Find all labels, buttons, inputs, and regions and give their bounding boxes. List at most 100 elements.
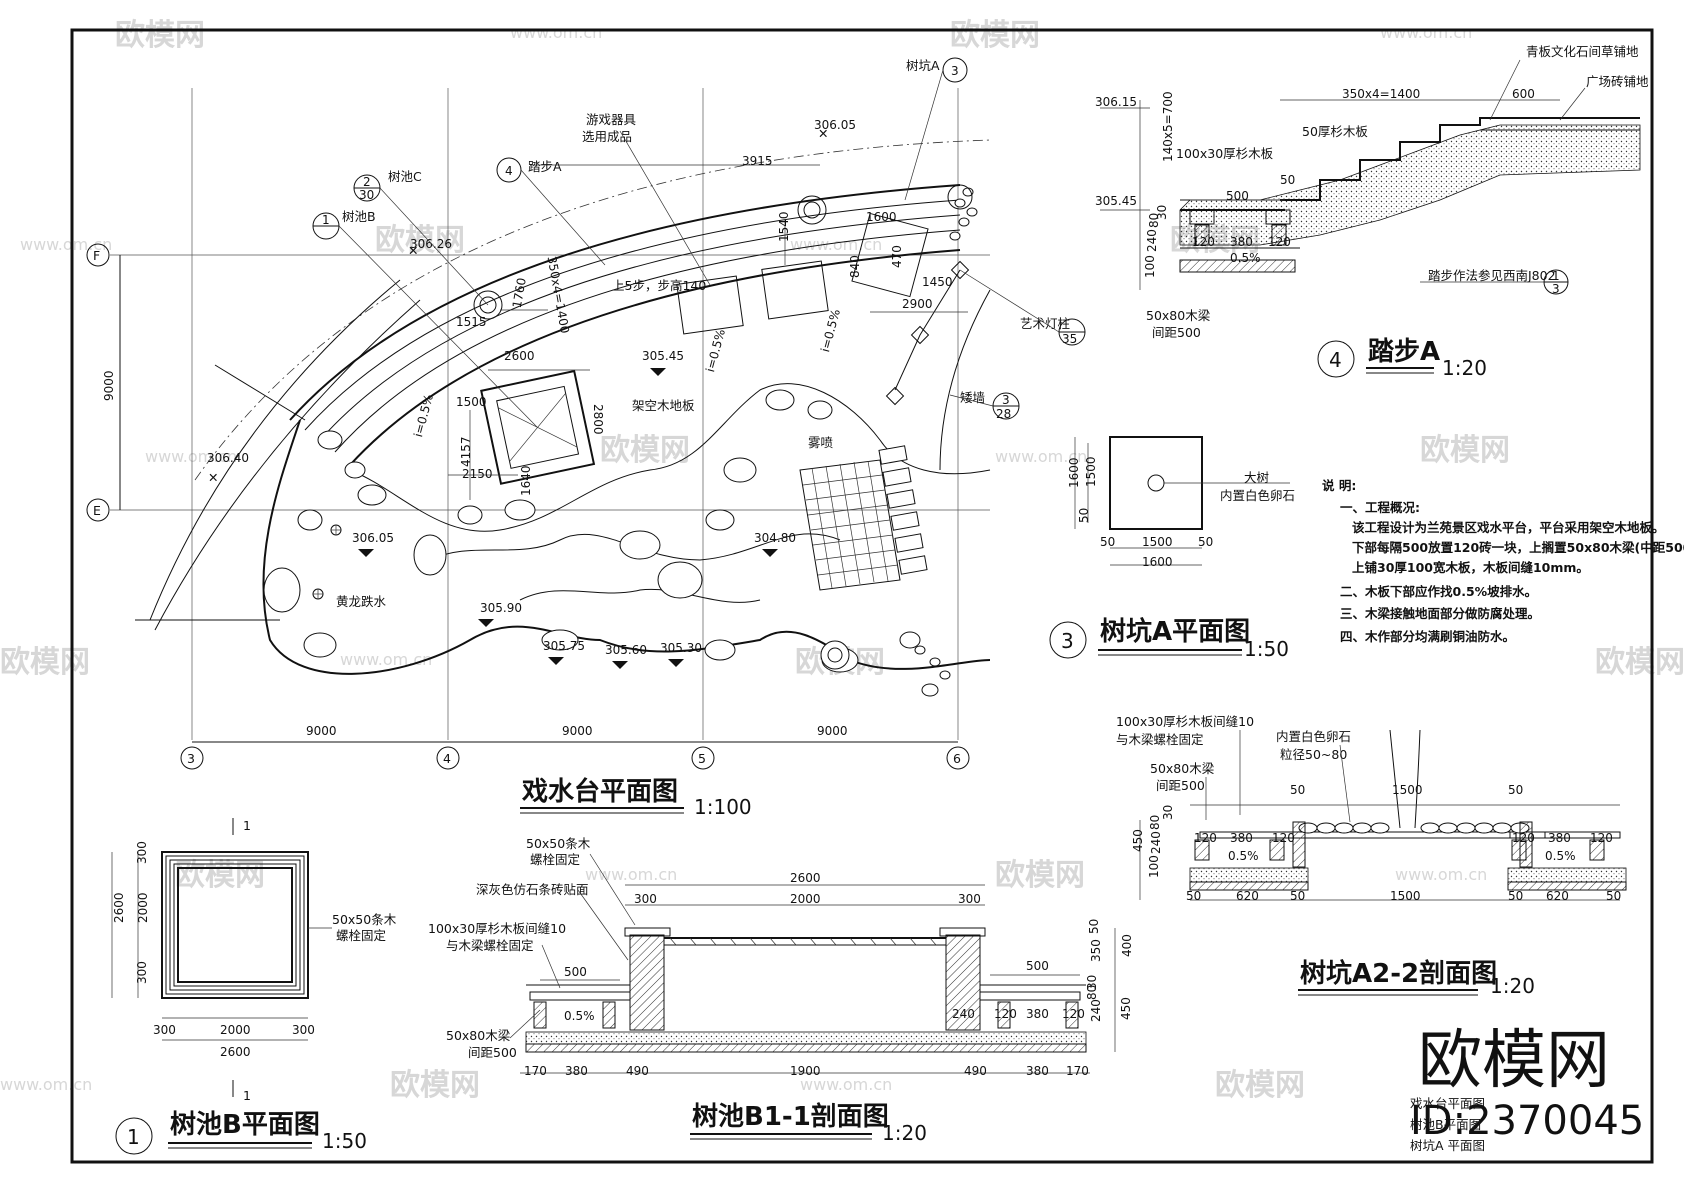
grid-spacing: 9000 [562,724,593,738]
dim: 450 [1119,997,1133,1020]
watermark-url: www.om.cn [145,447,237,466]
grid-spacing: 9000 [306,724,337,738]
watermark-url: www.om.cn [585,865,677,884]
dim: 50 [1280,173,1295,187]
ref-num: 3 [1552,282,1560,296]
watermark-logo: 欧模网 [1215,1068,1305,1103]
plan-view: 9000 9000 9000 9000 3 4 5 6 F E [86,57,1086,819]
spring-net [799,459,901,591]
dim: 300 [135,961,149,984]
label: 内置白色卵石 [1220,488,1295,503]
label-waterfall: 黄龙跌水 [336,594,387,609]
label: 间距500 [1152,325,1201,340]
elev: 305.60 [605,643,647,657]
plan-scale: 1:100 [694,795,752,819]
grid-label-x: 6 [953,751,961,766]
elev: 305.90 [480,601,522,615]
dim: 2000 [790,892,821,906]
stamp-subtitle: 戏水台平面图 [1410,1096,1485,1111]
watermark-url: www.om.cn [790,235,882,254]
dim: 50 [1077,508,1091,523]
elev: 305.45 [642,349,684,363]
sheet-border [70,28,1654,1164]
dim: 120 [1194,831,1217,845]
ref-num: 30 [359,188,374,202]
label-step-a: 踏步A [528,159,562,174]
svg-text:✕: ✕ [208,470,218,485]
dim: 380 [1026,1007,1049,1021]
elev: 306.26 [410,237,452,251]
watermark-url: www.om.cn [1380,23,1472,42]
elev: 306.05 [814,118,856,132]
dim: 100 [1143,255,1157,278]
elev: 306.05 [352,531,394,545]
note-line: 三、木梁接触地面部分做防腐处理。 [1340,606,1540,621]
dim: 300 [153,1023,176,1037]
stamp: 戏水台平面图 树池B平面图 树坑A 平面图 欧模网 ID:2370045 [1410,1024,1644,1153]
watermark-url: www.om.cn [340,650,432,669]
label: 与木梁螺栓固定 [446,938,534,953]
note-line: 二、木板下部应作找0.5%坡排水。 [1340,584,1537,599]
tree-pool-b-plan: 1 1 2600 2000 300 300 300 2000 300 2600 … [111,818,397,1155]
label-tree-a: 树坑A [906,58,940,73]
dim: 80 [1085,985,1099,1000]
dim: 1640 [519,465,533,496]
dim: 30 [1155,205,1169,220]
ref-num: 35 [1062,332,1077,346]
label: 50x50条木 [332,912,397,927]
cut-mark: 1 [243,818,251,833]
dim: 2600 [504,349,535,363]
label-wall: 矮墙 [960,390,985,405]
ref-num: 28 [996,407,1011,421]
label: 内置白色卵石 [1276,729,1351,744]
label: 50x80木梁 [446,1028,511,1043]
dim: 170 [1066,1064,1089,1078]
cut-mark: 1 [243,1088,251,1103]
rockery [263,389,939,697]
tree-pit-symbol [473,290,503,320]
slope: 0.5% [1545,849,1576,863]
dim: 1900 [790,1064,821,1078]
svg-text:✕: ✕ [818,126,828,141]
dim: 30 [1161,805,1175,820]
dim: 1600 [1067,457,1081,488]
watermark-logo: 欧模网 [1595,645,1684,680]
dim: 3915 [742,154,773,168]
label-deck: 架空木地板 [632,398,695,413]
watermark-url: www.om.cn [995,447,1087,466]
dim: 380 [1230,235,1253,249]
dim: 1515 [456,315,487,329]
label: 螺栓固定 [530,852,580,867]
dim: 1450 [922,275,953,289]
dim: 2600 [790,871,821,885]
elev: 306.40 [207,451,249,465]
note-line: 该工程设计为兰苑景区戏水平台，平台采用架空木地板。 [1352,520,1665,535]
ref-num: 4 [505,164,513,178]
tree-pool-section: 2600 300 2000 300 500 500 0.5% 170 380 4… [428,836,1134,1145]
drawing-id: ID:2370045 [1410,1098,1644,1144]
watermark-url: www.om.cn [800,1075,892,1094]
ref-num: 2 [363,175,371,189]
dim: 50 [1290,783,1305,797]
grid-label-y: F [93,248,100,263]
dim: 80 [1147,213,1161,228]
dim: 490 [964,1064,987,1078]
dim: 120 [1268,235,1291,249]
dim: 120 [1062,1007,1085,1021]
label: 粒径50~80 [1280,747,1347,762]
grid-label-x: 5 [698,751,706,766]
dim: 50 [1186,889,1201,903]
play-equipment [676,275,744,335]
note-line: 四、木作部分均满刷铜油防水。 [1340,629,1515,644]
dim: 620 [1236,889,1259,903]
dim: 140x5=700 [1161,91,1175,162]
pit-plan-scale: 1:50 [1244,637,1289,661]
watermark-logo: 欧模网 [950,18,1040,53]
label: 50厚杉木板 [1302,124,1368,139]
dim: 380 [1026,1064,1049,1078]
note-line: 一、工程概况: [1340,500,1420,515]
watermark-logo: 欧模网 [600,433,690,468]
dim: 1500 [456,395,487,409]
dim: 300 [634,892,657,906]
stamp-subtitle: 树池B平面图 [1410,1117,1481,1132]
